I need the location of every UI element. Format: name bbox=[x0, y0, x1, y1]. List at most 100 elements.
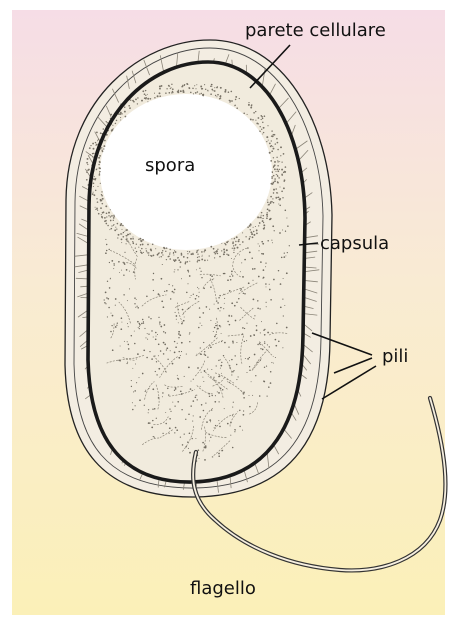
spore-rim-dot bbox=[277, 165, 279, 167]
spore-rim-dot bbox=[198, 256, 199, 257]
stipple-dot bbox=[273, 202, 274, 203]
stipple-dot bbox=[108, 307, 110, 309]
stipple-dot bbox=[258, 250, 259, 251]
spore-rim-dot bbox=[163, 247, 164, 248]
stipple-dot bbox=[146, 250, 147, 251]
stipple-dot bbox=[124, 263, 126, 265]
stipple-dot bbox=[174, 271, 175, 272]
spore-rim-dot bbox=[201, 251, 203, 253]
stipple-dot bbox=[287, 252, 288, 253]
stipple-dot bbox=[234, 429, 235, 430]
stipple-dot bbox=[109, 287, 111, 289]
stipple-dot bbox=[200, 353, 202, 355]
spore-rim-dot bbox=[105, 205, 107, 207]
stipple-dot bbox=[239, 426, 241, 428]
spore-rim-dot bbox=[184, 84, 185, 85]
spore-rim-dot bbox=[175, 259, 177, 261]
stipple-dot bbox=[242, 430, 243, 431]
spore-rim-dot bbox=[250, 231, 252, 233]
spore-rim-dot bbox=[262, 122, 263, 123]
stipple-dot bbox=[246, 372, 247, 373]
stipple-dot bbox=[192, 88, 193, 89]
stipple-dot bbox=[188, 367, 190, 369]
stipple-dot bbox=[161, 278, 163, 280]
stipple-dot bbox=[185, 419, 186, 420]
stipple-dot bbox=[160, 326, 162, 328]
stipple-dot bbox=[168, 284, 169, 285]
spore-rim-dot bbox=[236, 236, 238, 238]
spore-rim-dot bbox=[120, 117, 121, 118]
stipple-dot bbox=[249, 370, 251, 372]
stipple-dot bbox=[236, 342, 237, 343]
stipple-dot bbox=[242, 276, 244, 278]
stipple-dot bbox=[142, 319, 143, 320]
spore-rim-dot bbox=[197, 91, 199, 93]
stipple-dot bbox=[281, 257, 283, 259]
stipple-dot bbox=[172, 291, 174, 293]
stipple-dot bbox=[232, 371, 234, 373]
spore-rim-dot bbox=[280, 146, 282, 148]
stipple-dot bbox=[109, 262, 110, 263]
spore-rim-dot bbox=[266, 136, 268, 138]
stipple-dot bbox=[218, 297, 220, 299]
stipple-dot bbox=[154, 408, 156, 410]
spore-rim-dot bbox=[148, 254, 149, 255]
stipple-dot bbox=[267, 344, 268, 345]
spore-rim-dot bbox=[159, 95, 161, 97]
stipple-dot bbox=[250, 335, 252, 337]
spore-rim-dot bbox=[145, 248, 146, 249]
spore-rim-dot bbox=[213, 248, 214, 249]
stipple-dot bbox=[181, 342, 183, 344]
label-spore: spora bbox=[145, 155, 195, 176]
stipple-dot bbox=[264, 334, 266, 336]
stipple-dot bbox=[132, 368, 133, 369]
stipple-dot bbox=[134, 331, 135, 332]
stipple-dot bbox=[251, 257, 252, 258]
spore-rim-dot bbox=[250, 118, 252, 120]
stipple-dot bbox=[132, 236, 133, 237]
stipple-dot bbox=[169, 92, 171, 94]
stipple-dot bbox=[258, 243, 259, 244]
stipple-dot bbox=[264, 341, 265, 342]
stipple-dot bbox=[177, 378, 178, 379]
spore-rim-dot bbox=[110, 114, 112, 116]
spore-rim-dot bbox=[270, 196, 272, 198]
stipple-dot bbox=[175, 312, 176, 313]
spore-rim-dot bbox=[175, 251, 177, 253]
spore-rim-dot bbox=[192, 253, 194, 255]
stipple-dot bbox=[169, 258, 171, 260]
spore-rim-dot bbox=[277, 160, 278, 161]
stipple-dot bbox=[157, 334, 158, 335]
stipple-dot bbox=[195, 396, 197, 398]
stipple-dot bbox=[146, 357, 148, 359]
spore-rim-dot bbox=[274, 168, 276, 170]
spore-rim-dot bbox=[202, 94, 204, 96]
stipple-dot bbox=[228, 254, 230, 256]
spore-rim-dot bbox=[157, 95, 159, 97]
spore-rim-dot bbox=[144, 97, 146, 99]
stipple-dot bbox=[193, 400, 195, 402]
stipple-dot bbox=[267, 396, 268, 397]
stipple-dot bbox=[203, 381, 204, 382]
stipple-dot bbox=[205, 403, 206, 404]
stipple-dot bbox=[260, 261, 262, 263]
spore-rim-dot bbox=[92, 193, 94, 195]
stipple-dot bbox=[193, 379, 194, 380]
stipple-dot bbox=[260, 344, 261, 345]
stipple-dot bbox=[148, 316, 149, 317]
spore-rim-dot bbox=[173, 259, 175, 261]
spore-rim-dot bbox=[211, 86, 212, 87]
stipple-dot bbox=[273, 363, 274, 364]
stipple-dot bbox=[110, 278, 111, 279]
stipple-dot bbox=[210, 275, 211, 276]
spore-rim-dot bbox=[251, 104, 252, 105]
stipple-dot bbox=[172, 285, 173, 286]
spore-rim-dot bbox=[87, 158, 89, 160]
spore-rim-dot bbox=[114, 229, 116, 231]
stipple-dot bbox=[148, 412, 149, 413]
stipple-dot bbox=[285, 231, 286, 232]
spore-rim-dot bbox=[225, 89, 227, 91]
spore-rim-dot bbox=[147, 244, 149, 246]
spore-rim-dot bbox=[196, 84, 197, 85]
stipple-dot bbox=[145, 337, 146, 338]
